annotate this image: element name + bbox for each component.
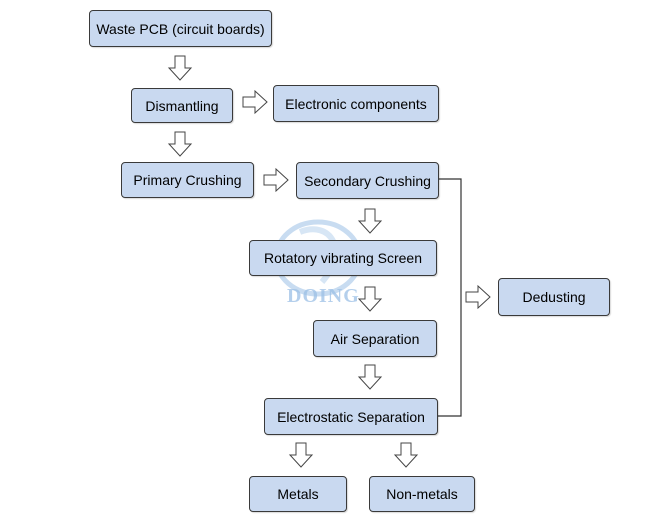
arrow-down-4 xyxy=(357,286,383,312)
watermark-text: DOING xyxy=(287,285,360,307)
arrow-down-6 xyxy=(288,442,314,468)
arrow-down-5 xyxy=(357,364,383,390)
arrow-down-7 xyxy=(393,442,419,468)
arrow-right-2 xyxy=(263,167,289,193)
node-electronic-components: Electronic components xyxy=(273,85,439,122)
dedusting-connector-line xyxy=(438,178,462,417)
node-waste-pcb: Waste PCB (circuit boards) xyxy=(89,10,272,47)
node-electrostatic-separation: Electrostatic Separation xyxy=(264,398,438,435)
arrow-right-3 xyxy=(465,284,491,310)
arrow-down-2 xyxy=(167,131,193,157)
node-primary-crushing: Primary Crushing xyxy=(121,162,254,198)
node-metals: Metals xyxy=(249,476,347,512)
node-rotatory-vibrating-screen: Rotatory vibrating Screen xyxy=(249,240,437,276)
node-dismantling: Dismantling xyxy=(131,88,233,123)
arrow-right-1 xyxy=(242,89,268,115)
node-air-separation: Air Separation xyxy=(313,320,437,357)
node-dedusting: Dedusting xyxy=(498,278,610,316)
arrow-down-1 xyxy=(167,55,193,81)
arrow-down-3 xyxy=(357,208,383,234)
node-secondary-crushing: Secondary Crushing xyxy=(296,162,439,199)
node-non-metals: Non-metals xyxy=(369,476,475,512)
